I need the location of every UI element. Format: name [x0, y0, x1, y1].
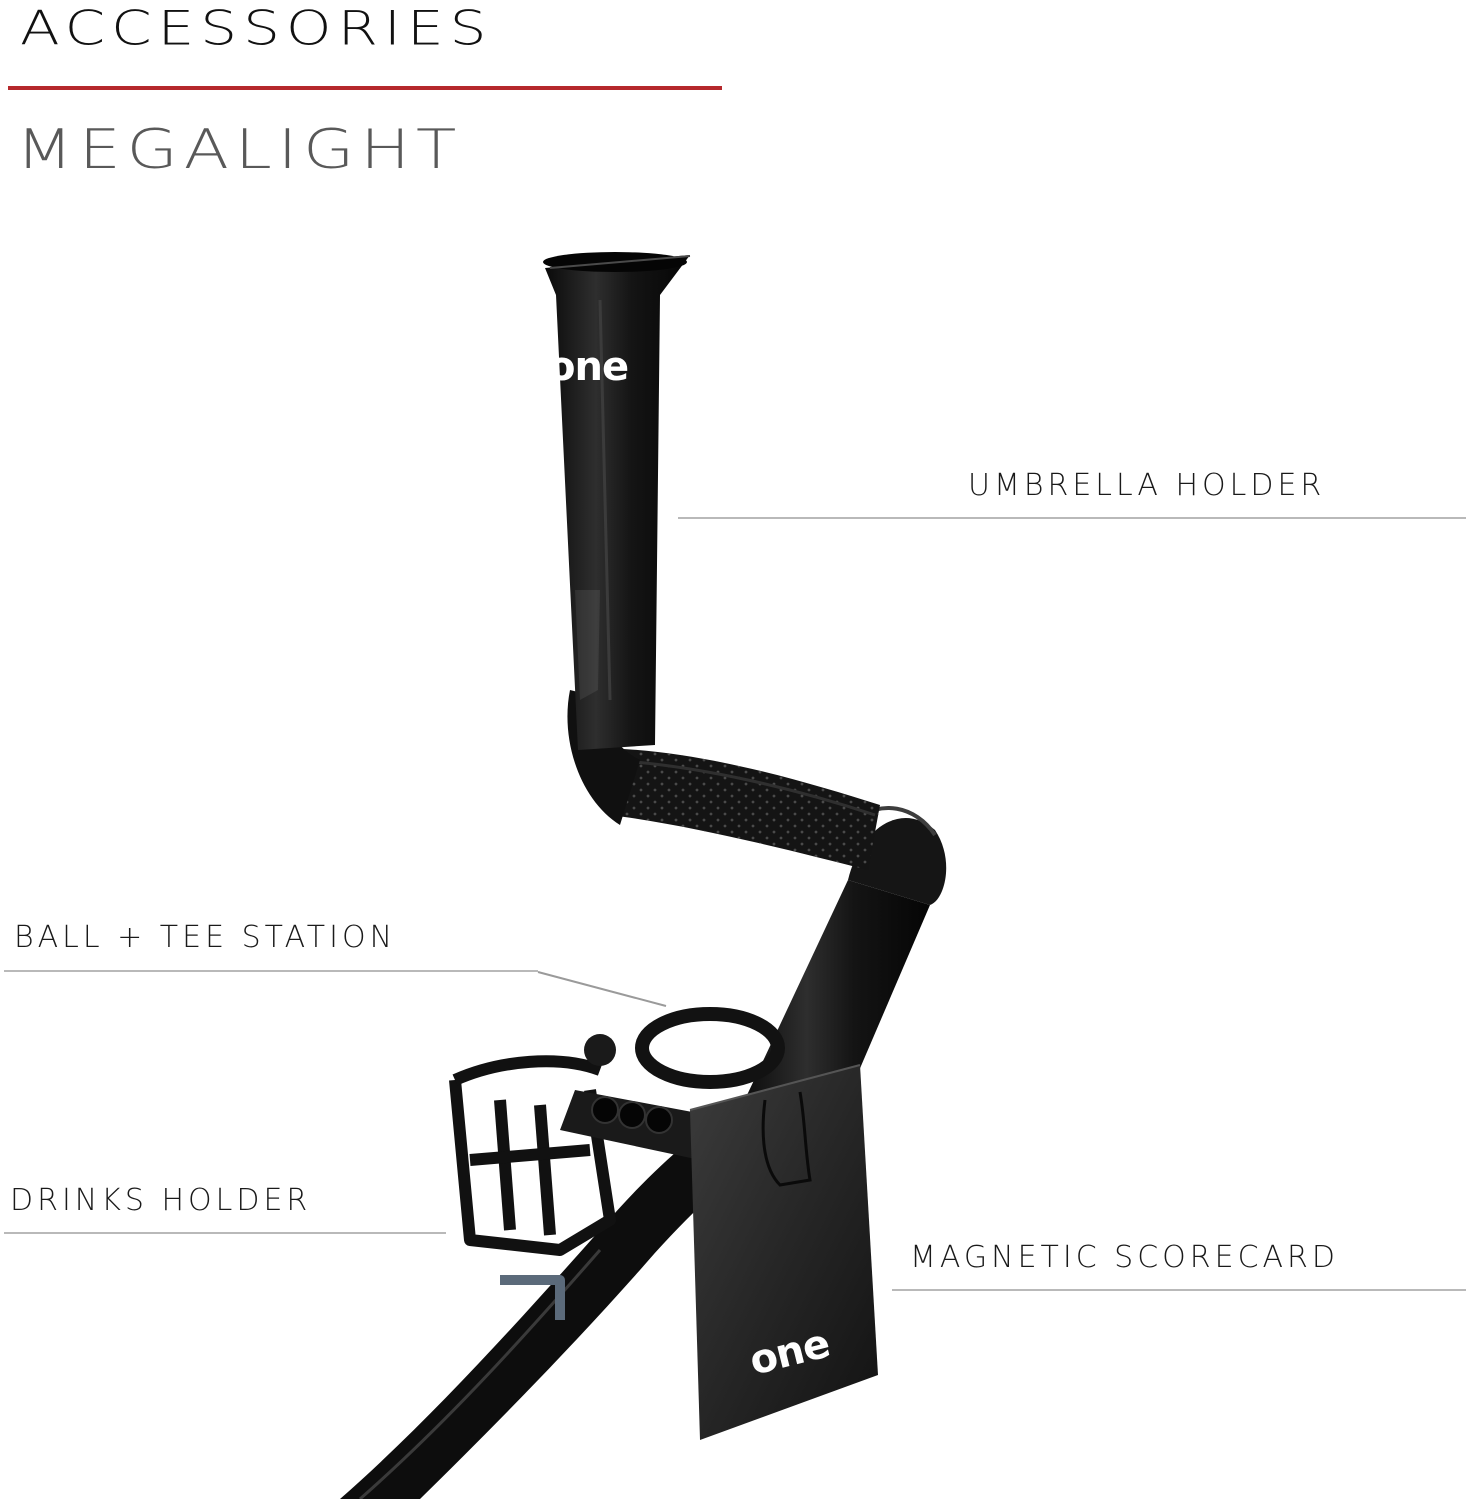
umbrella-holder	[543, 252, 691, 750]
handle-tube	[567, 690, 947, 1110]
callout-drinks-holder: DRINKS HOLDER	[10, 1183, 312, 1218]
product-name: MEGALIGHT	[16, 118, 463, 182]
drinks-holder	[449, 1055, 616, 1320]
callout-umbrella-holder-line	[678, 517, 1466, 519]
callout-ball-tee-station-line	[4, 970, 538, 972]
callout-ball-tee-station: BALL + TEE STATION	[14, 920, 397, 955]
ball-tee-leader	[537, 971, 667, 1007]
callout-umbrella-holder: UMBRELLA HOLDER	[968, 468, 1326, 503]
brand-logo-tube: one	[548, 344, 629, 390]
title-divider	[8, 86, 722, 90]
callout-magnetic-scorecard: MAGNETIC SCORECARD	[910, 1240, 1339, 1275]
brand-logo-text: one	[548, 344, 629, 390]
page-title: ACCESSORIES	[20, 0, 493, 56]
magnetic-scorecard	[689, 1064, 878, 1440]
callout-drinks-holder-line	[4, 1232, 446, 1234]
callout-magnetic-scorecard-line	[892, 1289, 1466, 1291]
